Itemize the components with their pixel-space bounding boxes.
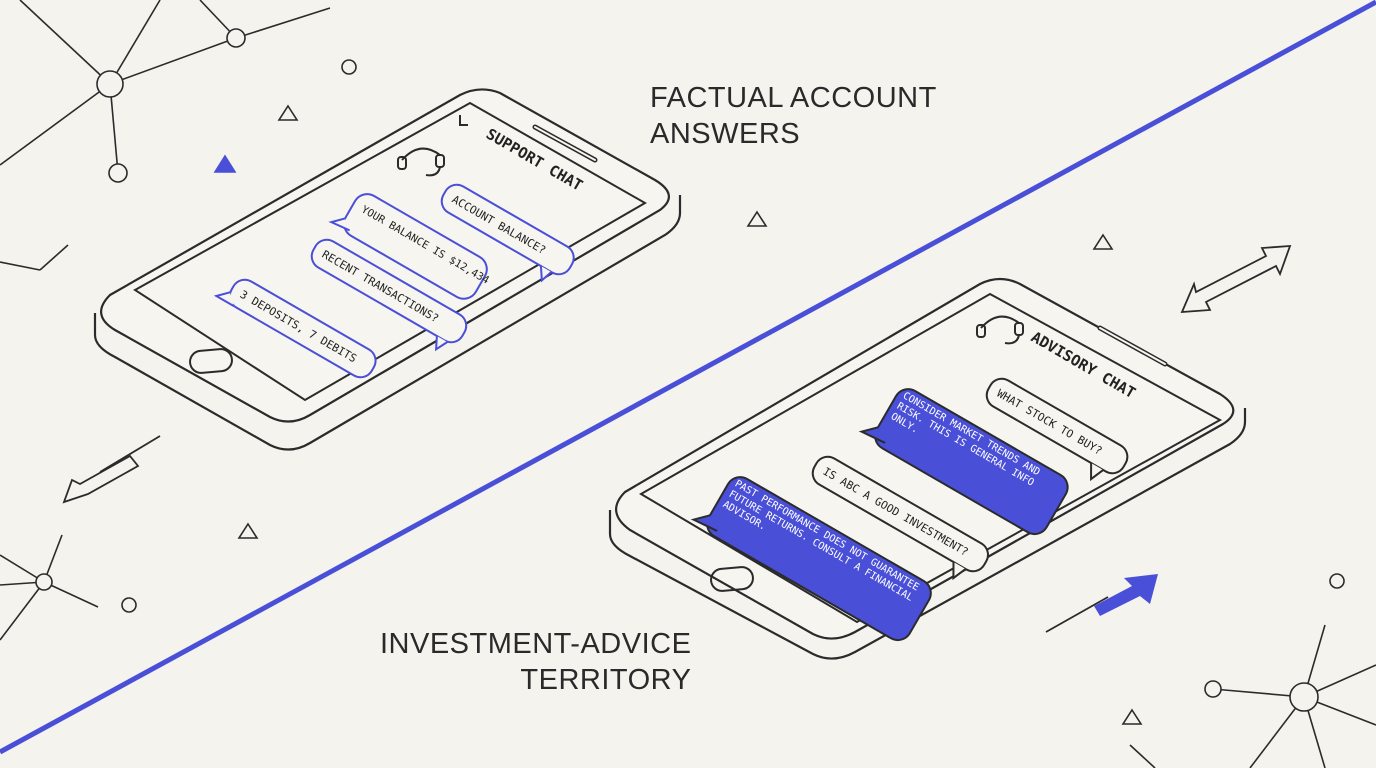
advisory-home-button <box>710 566 754 592</box>
support-phone-edge <box>93 195 682 451</box>
arrow-up-right-icon <box>1045 574 1158 633</box>
advisory-bubble-1 <box>985 377 1129 475</box>
support-bubble-3 <box>310 238 468 344</box>
network-bottom-left <box>0 534 137 641</box>
support-bubble-4 <box>228 278 377 379</box>
label-investment-advice: INVESTMENT-ADVICE TERRITORY <box>380 626 691 698</box>
advisory-headset-icon <box>976 315 1024 345</box>
label-bottom-line-2: TERRITORY <box>520 664 692 696</box>
arrow-down-left-icon <box>62 435 161 504</box>
advisory-bubble-3 <box>811 455 989 573</box>
support-phone: SUPPORT CHAT ACCOUNT BALANCE? YOUR BALAN… <box>93 88 682 451</box>
support-headset-icon <box>397 147 445 177</box>
label-top-line-1: FACTUAL ACCOUNT <box>650 82 937 114</box>
label-bottom-line-1: INVESTMENT-ADVICE <box>380 628 692 660</box>
support-home-button <box>189 348 233 374</box>
label-top-line-2: ANSWERS <box>650 118 801 150</box>
advisory-bubble-4 <box>706 476 932 642</box>
advisory-bubble-2 <box>874 388 1069 536</box>
decor-triangles <box>213 104 1143 725</box>
label-factual-answers: FACTUAL ACCOUNT ANSWERS <box>650 80 937 152</box>
advisory-phone-edge <box>608 408 1247 660</box>
network-top-left <box>0 0 357 271</box>
support-bubble-1 <box>440 183 575 276</box>
support-bubble-2 <box>343 193 488 300</box>
network-bottom-right <box>1129 573 1376 768</box>
advisory-phone: ADVISORY CHAT WHAT STOCK TO BUY? CONSIDE… <box>608 277 1247 660</box>
double-arrow-icon <box>1180 245 1292 314</box>
